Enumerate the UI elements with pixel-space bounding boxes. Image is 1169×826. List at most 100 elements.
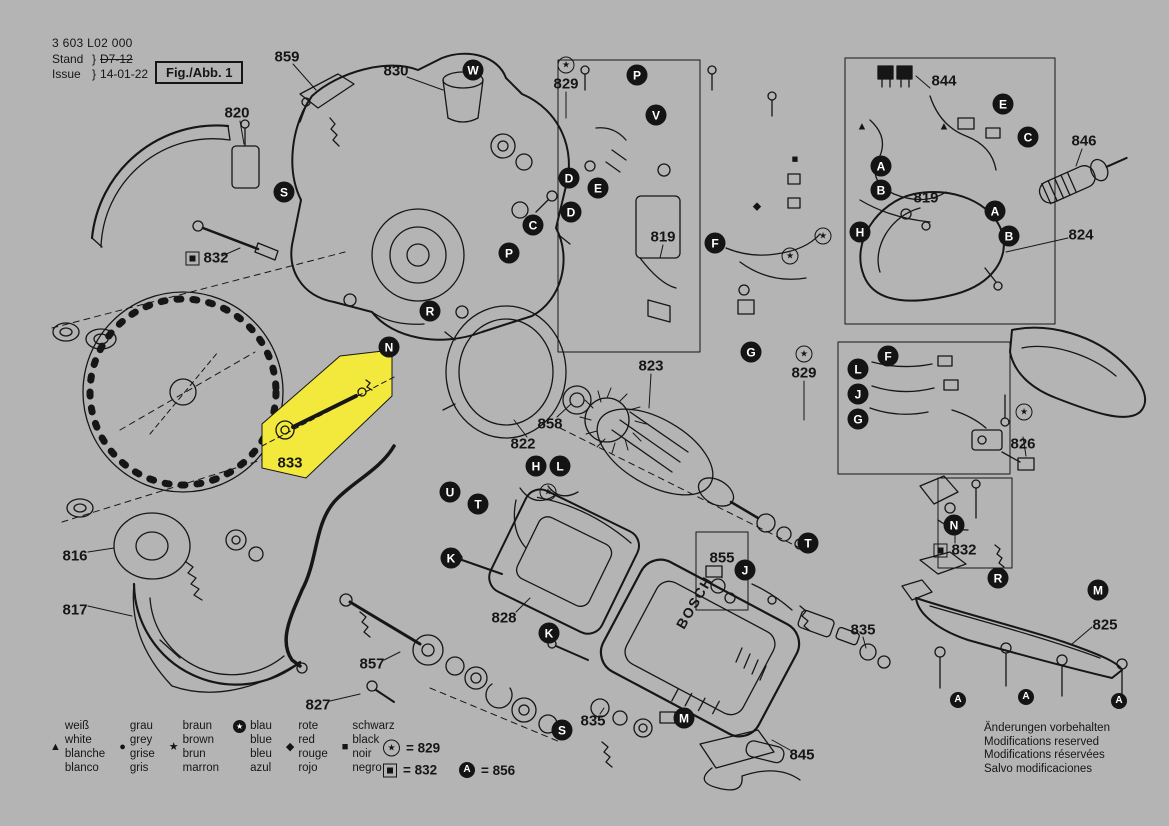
color-name: blanco [64,762,99,774]
callout-R: R [419,300,441,322]
callout-B: B [870,179,892,201]
part-number-857: 857 [359,656,384,673]
part-number-822: 822 [510,436,535,453]
color-name: grau [129,720,153,732]
square-in-square-symbol [933,543,948,557]
callout-G: G [847,408,869,430]
part-number-816: 816 [62,548,87,565]
circle-symbol: ● [119,741,126,753]
square-in-square-symbol [383,763,397,777]
color-name: rote [298,720,319,732]
color-name: negro [352,762,382,774]
callout-H: H [849,221,871,243]
upper-housing [290,52,570,341]
part-number-text: 825 [1092,616,1118,634]
part-number-text: 830 [383,62,409,80]
power-cord [699,729,801,791]
part-number-835: 835 [580,713,605,730]
callout-D: D [560,201,582,223]
part-number-817: 817 [62,602,87,619]
color-name: braun [182,720,213,732]
square-symbol: ■ [341,741,349,753]
part-number-827: 827 [305,697,330,714]
issue-value: 14-01-22 [100,67,149,81]
callout-G: G [740,341,762,363]
lower-guard [66,498,302,693]
callout-L: L [847,358,869,380]
callout-T: T [797,532,819,554]
part-number-text: 835 [850,621,876,639]
callout-P: P [498,242,520,264]
part-number-832: 832 [933,542,977,559]
part-number-text: 824 [1068,226,1094,244]
callout-A: A [984,200,1006,222]
callout-F: F [877,345,899,367]
part-number-text: 826 [1010,435,1036,453]
part-number-text: 844 [931,72,957,90]
drive-shaft-parts [284,444,558,734]
callout-R: R [987,567,1009,589]
part-number-text: 846 [1071,132,1097,150]
highlight-833 [261,349,397,479]
part-number-text: 829 [553,75,579,93]
circle-a-symbol: A [950,692,966,708]
color-name: schwarz [352,720,395,732]
callout-A: A [870,155,892,177]
color-name: blanche [64,748,106,760]
color-name: weiß [64,720,90,732]
marker-part-ref: = 832 [403,762,438,778]
callout-M: M [673,707,695,729]
part-number-text: 819 [650,228,676,246]
part-number-text: 829 [791,364,817,382]
star-outline-symbol: ★ [539,483,557,501]
diamond-symbol: ◆ [752,200,762,213]
color-name: blau [250,720,272,732]
document-header: 3 603 L02 000 Stand } D7-12 Issue } 14-0… [52,36,148,82]
marker-legend-entry: ★= 829 [383,739,440,757]
part-number-text: 857 [359,655,385,673]
star-outline-symbol: ★ [383,739,400,757]
callout-E: E [992,93,1014,115]
square-symbol: ■ [791,153,799,166]
color-name: grey [129,734,153,746]
circle-a-symbol: A [1111,693,1127,709]
part-number-text: 858 [537,415,563,433]
part-number-text: 817 [62,601,88,619]
callout-W: W [462,59,484,81]
part-number-858: 858 [537,416,562,433]
leader-lines [87,63,1093,751]
callout-K: K [440,547,462,569]
part-number-845: 845 [789,747,814,764]
notice-line: Modifications réservées [984,749,1105,761]
color-name: bleu [250,748,272,760]
armature-assembly [579,387,806,550]
star-symbol: ★ [168,741,179,753]
part-number-text: 828 [491,609,517,627]
part-number-824: 824 [1068,227,1093,244]
part-number-823: 823 [638,358,663,375]
color-name: rojo [298,762,318,774]
triangle-symbol: ▲ [938,120,950,133]
marker-part-ref: = 856 [481,762,516,778]
star-outline-symbol: ★ [814,227,832,245]
wiring-box-right [725,65,1001,315]
callout-M: M [1087,579,1109,601]
callout-U: U [439,481,461,503]
callout-F: F [704,232,726,254]
part-number-text: 827 [305,696,331,714]
color-name: azul [250,762,272,774]
stator-assembly [453,485,640,661]
part-number-828: 828 [491,610,516,627]
color-name: white [64,734,92,746]
circle-a-symbol: A [459,762,475,778]
callout-C: C [1017,126,1039,148]
part-number-text: 822 [510,435,536,453]
color-name: black [352,734,380,746]
